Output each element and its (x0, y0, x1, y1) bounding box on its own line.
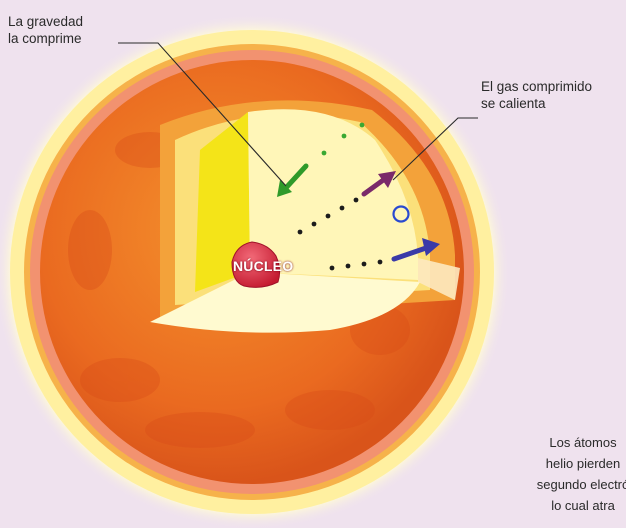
core-label: NÚCLEO (233, 258, 294, 274)
cutaway-left-face (195, 112, 250, 292)
atoms-label-line4: lo cual atra (551, 498, 615, 513)
gravity-leader-line (118, 42, 287, 187)
dotted-path-upper (297, 197, 359, 235)
atoms-label-line2: helio pierden (545, 456, 621, 471)
atoms-label: Los átomos helio pierden segundo electró… (478, 432, 626, 516)
gravity-arrow-icon (277, 163, 309, 197)
cutaway-highlight (418, 258, 460, 300)
cutaway-bottom-face (150, 272, 420, 333)
gravity-label-line1: La gravedad (8, 14, 84, 29)
gas-label-line1: El gas comprimido (481, 79, 593, 94)
core (231, 241, 281, 288)
heat-arrow-icon (361, 171, 396, 197)
atoms-label-line1: Los átomos (549, 435, 617, 450)
cutaway-inner-face (248, 109, 418, 280)
dotted-path-lower (329, 259, 383, 271)
gas-label-line2: se calienta (481, 96, 546, 111)
atoms-label-line3: segundo electró (536, 477, 626, 492)
dotted-path-green (321, 122, 365, 156)
gas-heats-label: El gas comprimido se calienta (481, 78, 592, 112)
atom-arrow-icon (391, 238, 440, 262)
gravity-label: La gravedad la comprime (8, 13, 83, 47)
atom-circle-icon (392, 205, 410, 223)
gas-leader-line (392, 117, 478, 181)
gravity-label-line2: la comprime (8, 31, 82, 46)
